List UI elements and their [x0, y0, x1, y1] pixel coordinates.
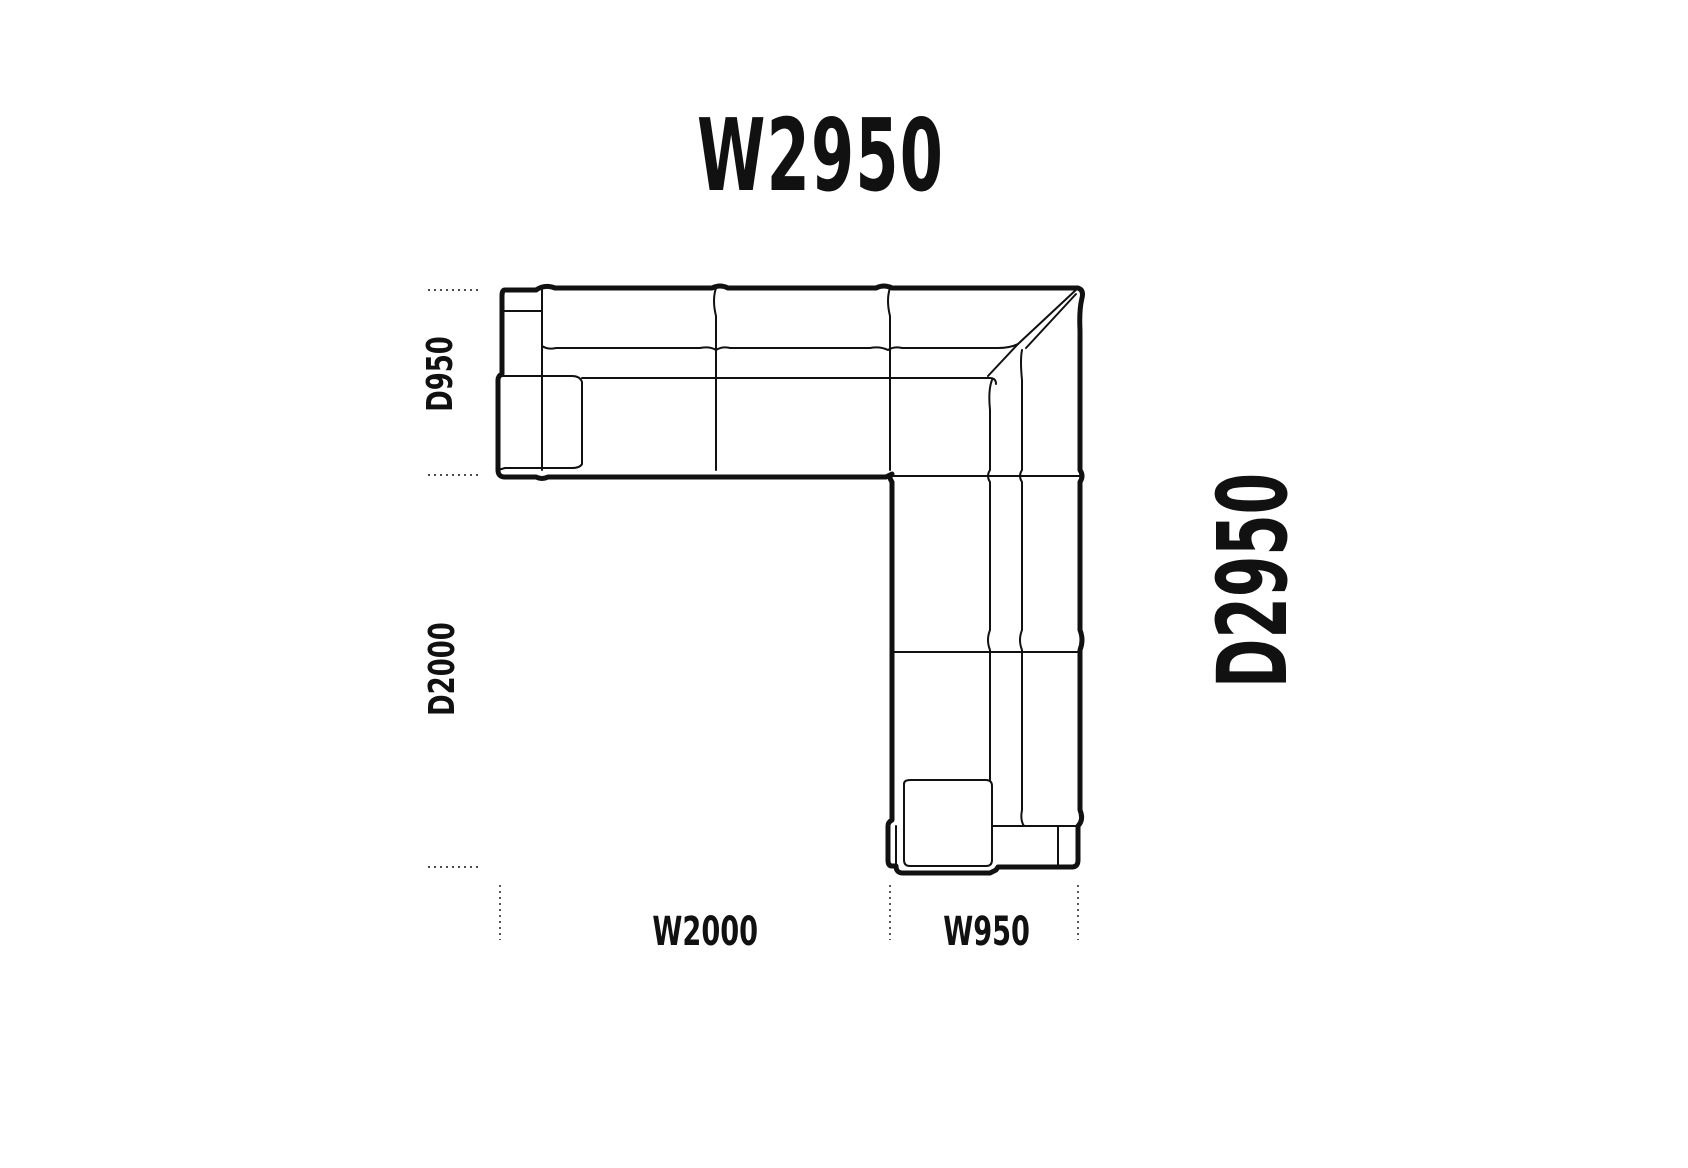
seat-divider-1 [713, 287, 717, 471]
corner-seat-diagonal [987, 343, 1019, 377]
back-cushion-edge-right-run [1019, 349, 1025, 827]
sofa-outline [495, 283, 1085, 876]
seat-divider-2 [887, 287, 891, 471]
corner-back-diagonal-outer [1017, 287, 1079, 345]
seat-depth-label: D950 [420, 336, 461, 412]
left-run-depth-label: D2000 [422, 622, 463, 716]
cushion-lines [497, 287, 1081, 867]
footrest [903, 779, 993, 867]
right-section-width-label: W950 [943, 909, 1030, 955]
seat-edge-right-run [987, 379, 993, 781]
left-run-width-label: W2000 [652, 909, 759, 955]
corner-back-diagonal-inner [1025, 293, 1077, 349]
seat-row-line [581, 377, 997, 385]
dimension-guides [428, 289, 1079, 940]
seat-front-edge-top [497, 375, 583, 471]
outer-contour [495, 283, 1085, 876]
back-cushion-edge-top-run [541, 343, 1019, 351]
overall-width-label: W2950 [697, 97, 945, 214]
overall-depth-label: D2950 [1197, 472, 1309, 688]
